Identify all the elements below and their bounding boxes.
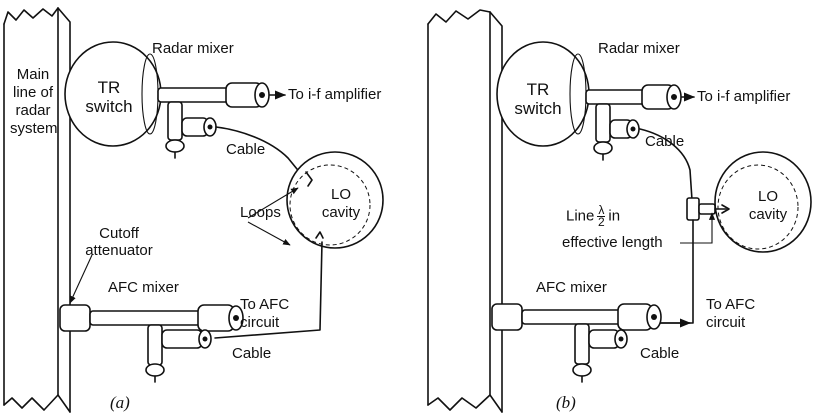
- to-afc-label-b: To AFC circuit: [706, 296, 755, 332]
- loops-label-a: Loops: [240, 204, 281, 221]
- cutoff-label-1: Cutoff: [78, 225, 160, 242]
- lo-cavity-label-a: LO cavity: [318, 186, 364, 222]
- cable-bottom-label-b: Cable: [640, 345, 679, 362]
- effective-length-label-b: effective length: [562, 234, 663, 251]
- lo-cavity-label-b-2: cavity: [744, 206, 792, 224]
- lo-cavity-label-b-1: LO: [744, 188, 792, 206]
- main-line-label-2: line of: [10, 84, 56, 102]
- afc-mixer-label-b: AFC mixer: [536, 279, 607, 296]
- afc-mixer-label-a: AFC mixer: [108, 279, 179, 296]
- cutoff-attenuator-label: Cutoff attenuator: [78, 225, 160, 259]
- to-afc-label-b-2: circuit: [706, 314, 755, 332]
- radar-mixer-label-a: Radar mixer: [152, 40, 234, 57]
- main-line-label-1: Main: [10, 66, 56, 84]
- caption-a: (a): [110, 393, 130, 413]
- afc-mixer-b: [492, 304, 661, 382]
- main-line-label-3: radar: [10, 102, 56, 120]
- cutoff-arrow-a: [70, 255, 92, 303]
- cable-top-label-b: Cable: [645, 133, 684, 150]
- main-line-label: Main line of radar system: [10, 66, 56, 138]
- main-line-label-4: system: [10, 120, 56, 138]
- radar-mixer-a: [158, 83, 285, 158]
- tr-switch-label-b-2: switch: [508, 99, 568, 118]
- cable-top-label-a: Cable: [226, 141, 265, 158]
- cutoff-label-2: attenuator: [78, 242, 160, 259]
- lo-cavity-label-a-2: cavity: [318, 204, 364, 222]
- to-if-label-a: To i-f amplifier: [288, 86, 381, 103]
- tr-switch-label-b-1: TR: [508, 80, 568, 99]
- tr-switch-label-a-1: TR: [78, 78, 140, 97]
- to-afc-label-a-2: circuit: [240, 314, 289, 332]
- lo-cavity-label-b: LO cavity: [744, 188, 792, 224]
- cable-bottom-label-a: Cable: [232, 345, 271, 362]
- loops-arrow-bottom-a: [248, 222, 290, 245]
- line-prefix: Line: [566, 207, 594, 224]
- tr-switch-label-a: TR switch: [78, 78, 140, 116]
- afc-mixer-a: [60, 305, 243, 382]
- lambda-den: 2: [597, 217, 605, 228]
- radar-mixer-label-b: Radar mixer: [598, 40, 680, 57]
- tr-switch-label-b: TR switch: [508, 80, 568, 118]
- lo-cavity-label-a-1: LO: [318, 186, 364, 204]
- to-afc-label-a-1: To AFC: [240, 296, 289, 314]
- main-waveguide-b: [428, 10, 502, 412]
- to-afc-label-a: To AFC circuit: [240, 296, 289, 332]
- to-afc-label-b-1: To AFC: [706, 296, 755, 314]
- line-suffix: in: [608, 207, 620, 224]
- tr-switch-label-a-2: switch: [78, 97, 140, 116]
- to-if-label-b: To i-f amplifier: [697, 88, 790, 105]
- caption-b: (b): [556, 393, 576, 413]
